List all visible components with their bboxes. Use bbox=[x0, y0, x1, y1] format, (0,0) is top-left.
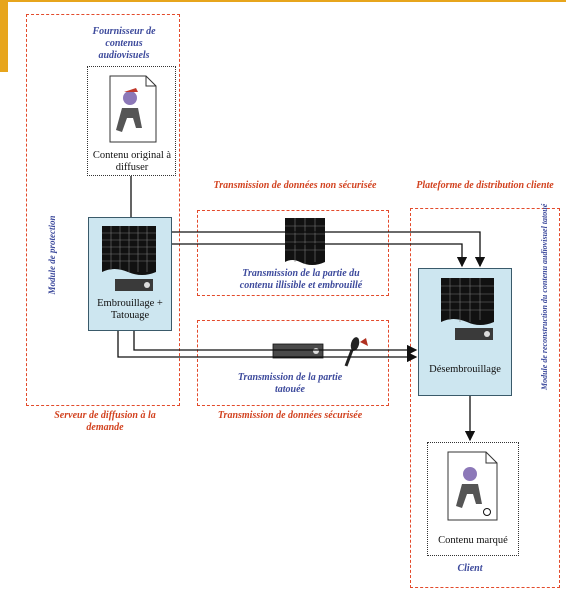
secure-transmission-label: Transmission de données sécurisée bbox=[217, 410, 363, 421]
platform-label: Plateforme de distribution cliente bbox=[416, 180, 554, 191]
server-frame bbox=[26, 14, 180, 406]
top-accent-line bbox=[0, 0, 566, 2]
original-content-label: Contenu original à diffuser bbox=[92, 150, 172, 173]
unsecure-part-label: Transmission de la partie du contenu ill… bbox=[239, 268, 363, 291]
marked-content-label: Contenu marqué bbox=[438, 535, 508, 546]
arrow-watermark-to-descramble-a bbox=[117, 331, 418, 363]
transmitted-clip-icon bbox=[285, 218, 325, 265]
scrambled-clip-icon bbox=[102, 226, 156, 291]
unsecure-transmission-label: Transmission de données non sécurisée bbox=[213, 180, 377, 191]
accent-bar bbox=[0, 0, 8, 72]
secure-transmission-frame bbox=[197, 320, 389, 406]
provider-label: Fournisseur de contenus audiovisuels bbox=[92, 26, 156, 61]
key-icon bbox=[344, 337, 368, 367]
watermarked-part-icon bbox=[272, 343, 324, 359]
unsecure-transmission-frame bbox=[197, 210, 389, 296]
original-document-icon bbox=[109, 75, 157, 143]
arrow-watermark-to-descramble-b bbox=[133, 331, 418, 356]
descramble-box-label: Désembrouillage bbox=[429, 364, 501, 375]
arrow-scramble-to-descramble-a bbox=[172, 231, 486, 268]
secure-part-label: Transmission de la partie tatouée bbox=[237, 372, 343, 395]
client-label: Client bbox=[457, 563, 483, 574]
client-platform-frame bbox=[410, 208, 560, 588]
marked-document-icon bbox=[447, 451, 498, 521]
scramble-box-label: Embrouillage + Tatouage bbox=[97, 298, 163, 321]
arrow-scramble-to-descramble-b bbox=[172, 243, 468, 268]
server-label: Serveur de diffusion à la demande bbox=[54, 410, 156, 433]
descrambled-clip-icon bbox=[441, 278, 494, 340]
